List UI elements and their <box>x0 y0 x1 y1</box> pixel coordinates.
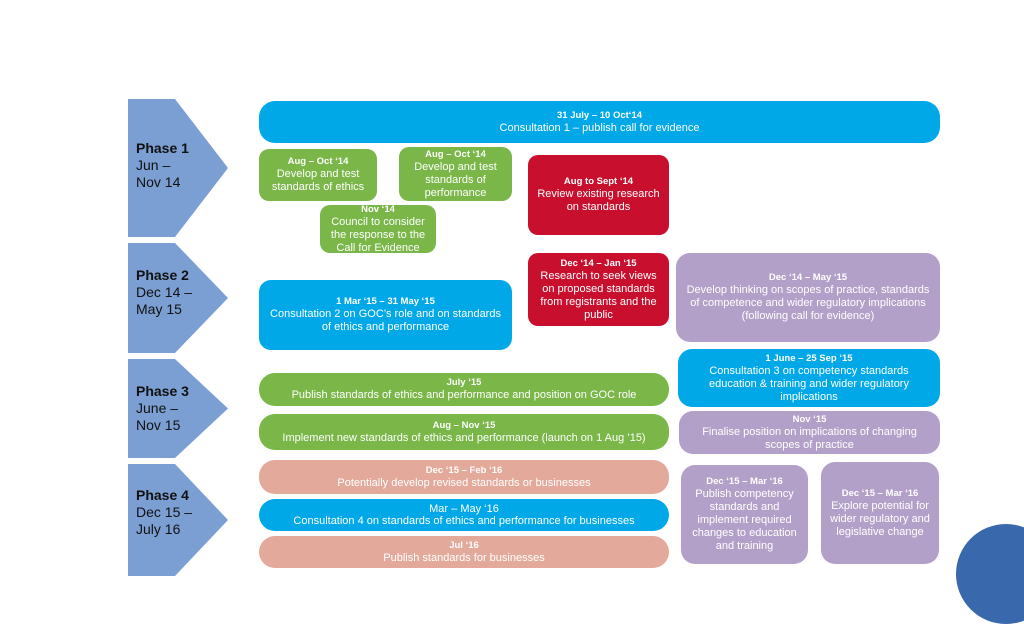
public-research-date: Dec ‘14 – Jan ‘15 <box>560 257 637 269</box>
scopes-of-practice-box: Dec ‘14 – May ‘15 Develop thinking on sc… <box>676 253 940 342</box>
phase-1-dates-line2: Nov 14 <box>136 174 181 190</box>
revised-standards-text: Potentially develop revised standards or… <box>337 476 591 489</box>
ethics-standards-date: Aug – Oct ‘14 <box>287 156 349 167</box>
finalise-position-text: Finalise position on implications of cha… <box>702 425 917 451</box>
consultation-1-box: 31 July – 10 Oct‘14 Consultation 1 – pub… <box>259 101 940 143</box>
review-research-date: Aug to Sept ‘14 <box>563 176 634 187</box>
phase-1-arrow: Phase 1 Jun – Nov 14 <box>128 99 228 237</box>
consultation-1-date: 31 July – 10 Oct‘14 <box>556 109 643 121</box>
legislative-change-date: Dec ‘15 – Mar ‘16 <box>841 487 919 499</box>
competency-standards-box: Dec ‘15 – Mar ‘16 Publish competency sta… <box>681 465 808 564</box>
performance-standards-box: Aug – Oct ‘14 Develop and test standards… <box>399 147 512 201</box>
consultation-2-box: 1 Mar ‘15 – 31 May ‘15 Consultation 2 on… <box>259 280 512 350</box>
revised-standards-box: Dec ‘15 – Feb ‘16 Potentially develop re… <box>259 460 669 494</box>
phase-2-dates-line2: May 15 <box>136 301 182 317</box>
phase-4-dates-line1: Dec 15 – <box>136 504 193 520</box>
phase-1-dates-line1: Jun – <box>136 157 171 173</box>
revised-standards-date: Dec ‘15 – Feb ‘16 <box>425 464 503 476</box>
ethics-standards-box: Aug – Oct ‘14 Develop and test standards… <box>259 149 377 201</box>
phase-4-arrow: Phase 4 Dec 15 – July 16 <box>128 464 228 576</box>
scopes-of-practice-date: Dec ‘14 – May ‘15 <box>768 272 848 283</box>
competency-standards-text: Publish competency standards and impleme… <box>692 488 797 552</box>
competency-standards-date: Dec ‘15 – Mar ‘16 <box>706 476 783 487</box>
consultation-2-date: 1 Mar ‘15 – 31 May ‘15 <box>336 296 435 307</box>
phase-3-dates-line2: Nov 15 <box>136 417 181 433</box>
finalise-position-box: Nov ‘15 Finalise position on implication… <box>679 411 940 454</box>
consultation-3-text: Consultation 3 on competency standards e… <box>709 364 909 403</box>
finalise-position-date: Nov ‘15 <box>792 413 827 425</box>
review-research-text: Review existing research on standards <box>537 188 660 213</box>
implement-standards-date: Aug – Nov ‘15 <box>432 419 496 431</box>
phase-3-arrow: Phase 3 June – Nov 15 <box>128 359 228 458</box>
council-response-box: Nov ‘14 Council to consider the response… <box>320 203 436 254</box>
publish-standards-text: Publish standards of ethics and performa… <box>291 389 637 401</box>
public-research-text: Research to seek views on proposed stand… <box>540 269 657 321</box>
consultation-4-box: Mar – May ‘16 Consultation 4 on standard… <box>259 499 669 531</box>
publish-business-standards-date: Jul ‘16 <box>449 539 479 551</box>
phase-3-dates-line1: June – <box>136 400 179 416</box>
council-response-text: Council to consider the response to the … <box>330 215 426 254</box>
consultation-2-text: Consultation 2 on GOC’s role and on stan… <box>270 308 501 333</box>
council-response-date: Nov ‘14 <box>361 203 395 215</box>
scopes-of-practice-text: Develop thinking on scopes of practice, … <box>686 284 930 322</box>
phase-4-dates-line2: July 16 <box>136 521 181 537</box>
publish-standards-box: July ‘15 Publish standards of ethics and… <box>259 373 669 406</box>
publish-standards-date: July ‘15 <box>446 377 482 388</box>
implement-standards-text: Implement new standards of ethics and pe… <box>282 431 646 444</box>
consultation-4-text: Consultation 4 on standards of ethics an… <box>293 514 635 527</box>
phase-3-title: Phase 3 <box>136 383 189 399</box>
phase-2-arrow: Phase 2 Dec 14 – May 15 <box>128 243 228 353</box>
performance-standards-date: Aug – Oct ‘14 <box>425 148 486 160</box>
publish-business-standards-box: Jul ‘16 Publish standards for businesses <box>259 536 669 568</box>
consultation-4-date: Mar – May ‘16 <box>429 502 499 515</box>
implement-standards-box: Aug – Nov ‘15 Implement new standards of… <box>259 414 669 450</box>
ethics-standards-text: Develop and test standards of ethics <box>271 168 365 193</box>
consultation-3-date: 1 June – 25 Sep ‘15 <box>765 352 853 364</box>
legislative-change-box: Dec ‘15 – Mar ‘16 Explore potential for … <box>821 462 939 564</box>
consultation-3-box: 1 June – 25 Sep ‘15 Consultation 3 on co… <box>678 349 940 407</box>
review-research-box: Aug to Sept ‘14 Review existing research… <box>528 155 669 235</box>
phase-1-title: Phase 1 <box>136 140 189 156</box>
phase-2-title: Phase 2 <box>136 267 189 283</box>
phase-2-dates-line1: Dec 14 – <box>136 284 193 300</box>
publish-business-standards-text: Publish standards for businesses <box>383 551 545 564</box>
performance-standards-text: Develop and test standards of performanc… <box>414 160 497 199</box>
public-research-box: Dec ‘14 – Jan ‘15 Research to seek views… <box>528 253 669 326</box>
consultation-1-text: Consultation 1 – publish call for eviden… <box>499 121 700 134</box>
corner-circle-decoration <box>956 524 1024 624</box>
legislative-change-text: Explore potential for wider regulatory a… <box>830 499 930 538</box>
phase-4-title: Phase 4 <box>136 487 189 503</box>
